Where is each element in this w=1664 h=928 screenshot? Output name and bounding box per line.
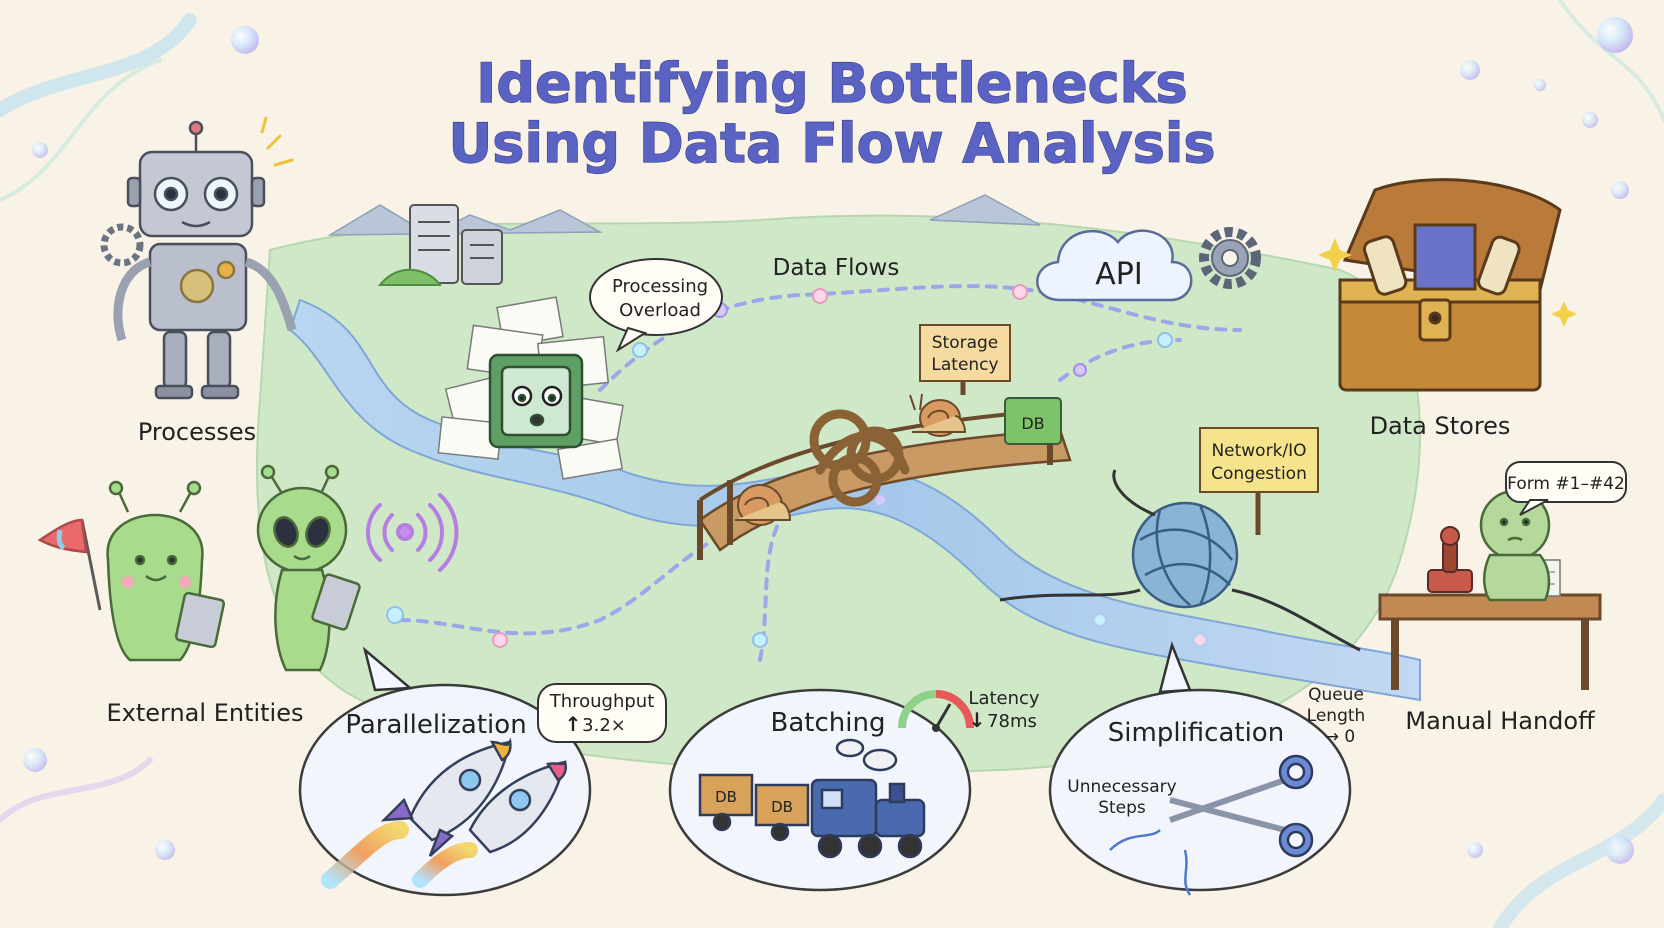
queue-length-text: Length — [1307, 706, 1366, 726]
network-io-text: Network/IO — [1211, 441, 1306, 461]
queue-length-text: Queue — [1308, 685, 1364, 705]
storage-latency-text: Storage — [932, 333, 999, 353]
throughput-metric-bubble: Throughput ↑ 3.2× — [537, 683, 667, 743]
sparkle-icon — [1318, 238, 1577, 327]
processing-overload-text: Processing — [612, 276, 708, 297]
data-flows-label: Data Flows — [773, 255, 900, 281]
scissors-icon — [1109, 754, 1314, 896]
parallelization-label: Parallelization — [345, 710, 526, 740]
train-icon: DB DB — [698, 738, 926, 859]
gauge-icon — [898, 690, 974, 732]
page-title: Using Data Flow Analysis — [448, 112, 1215, 175]
gear-icon — [1199, 227, 1261, 289]
page-title: Identifying Bottlenecks — [476, 52, 1187, 115]
yarn-ball-icon — [999, 469, 1361, 652]
network-io-text: Congestion — [1211, 464, 1307, 484]
car-label: DB — [771, 798, 793, 816]
form-label: Form #1–#42 — [1507, 474, 1625, 494]
cloud-icon — [1036, 229, 1193, 302]
queue-length-text: → 0 — [1325, 727, 1355, 747]
throughput-label: Throughput — [549, 691, 655, 712]
latency-label: Latency — [968, 688, 1039, 709]
snail-icon — [735, 393, 967, 526]
car-label: DB — [715, 788, 737, 806]
mountains — [327, 194, 1041, 236]
processes-label: Processes — [138, 418, 256, 446]
worker-icon — [1479, 489, 1551, 602]
unnecessary-steps-label: Unnecessary Steps — [1067, 777, 1176, 818]
increase-arrow-icon: ↑ — [565, 712, 582, 736]
latency-value: 78ms — [987, 711, 1037, 732]
rocket-icon — [321, 737, 567, 889]
paper-pile-icon — [437, 296, 624, 480]
processing-overload-bubble: Processing Overload — [589, 258, 723, 353]
signal-icon — [366, 493, 459, 572]
unnecessary-steps-text: Unnecessary — [1067, 777, 1176, 797]
db-box-icon: DB — [1004, 397, 1062, 445]
stamp-icon — [1427, 526, 1473, 593]
sparkle-icon — [260, 116, 294, 167]
alien-icon — [37, 480, 226, 662]
decrease-arrow-icon: ↓ — [969, 708, 986, 732]
unnecessary-steps-text: Steps — [1098, 798, 1146, 818]
storage-latency-text: Latency — [931, 355, 998, 375]
latency-metric: Latency ↓ 78ms — [968, 688, 1039, 732]
chip-icon — [488, 353, 584, 449]
api-label: API — [1095, 257, 1142, 292]
queue-length-metric: Queue Length → 0 — [1307, 685, 1366, 747]
manual-handoff-label: Manual Handoff — [1405, 707, 1595, 735]
alien-icon — [256, 464, 361, 672]
network-io-sign: Network/IO Congestion — [1199, 427, 1319, 535]
db-box-label: DB — [1021, 414, 1044, 433]
external-entities-label: External Entities — [106, 699, 303, 727]
knot-icon — [809, 409, 910, 507]
simplification-label: Simplification — [1108, 718, 1284, 748]
throughput-value: 3.2× — [582, 715, 626, 736]
storage-latency-sign: Storage Latency — [919, 324, 1011, 395]
treasure-chest-icon — [1338, 178, 1562, 392]
data-stores-label: Data Stores — [1370, 412, 1511, 440]
robot-icon — [100, 120, 297, 400]
processing-overload-text: Overload — [619, 300, 701, 321]
server-icon — [377, 204, 503, 286]
form-bubble: Form #1–#42 — [1505, 461, 1627, 516]
batching-label: Batching — [771, 708, 886, 738]
bubble-decoration — [23, 17, 1634, 864]
